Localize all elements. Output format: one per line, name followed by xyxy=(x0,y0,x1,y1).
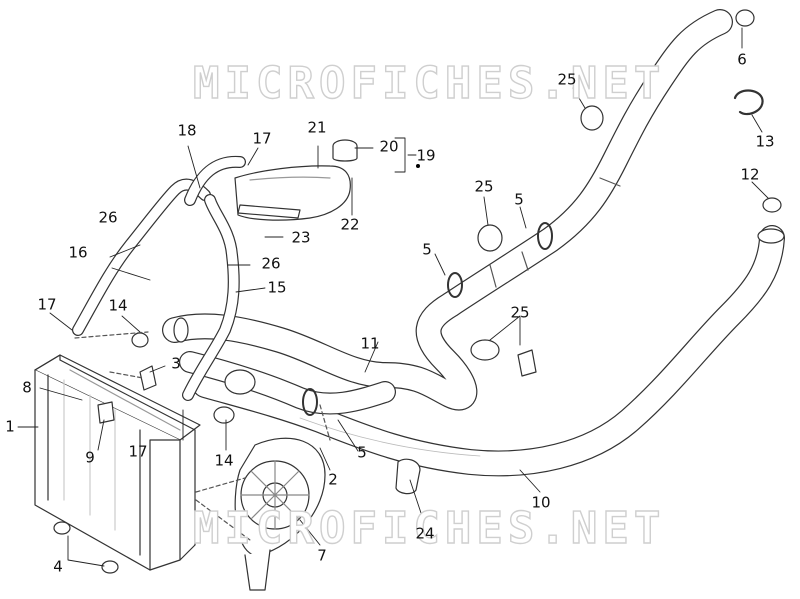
clamp-12 xyxy=(762,197,782,213)
clamp-25-low xyxy=(470,339,537,377)
callout-3: 3 xyxy=(171,354,181,373)
callout-9: 9 xyxy=(85,448,95,467)
callout-13: 13 xyxy=(755,132,775,151)
cooling-fan xyxy=(234,437,326,591)
callout-14-left: 14 xyxy=(108,296,128,315)
callout-6: 6 xyxy=(737,50,747,69)
callout-7: 7 xyxy=(317,546,327,565)
callout-15: 15 xyxy=(267,278,287,297)
leader-lines xyxy=(17,27,769,567)
hose-10 xyxy=(192,225,785,477)
callout-5-middle: 5 xyxy=(422,240,432,259)
callout-17-bottom: 17 xyxy=(128,442,148,461)
callout-26-left: 26 xyxy=(98,208,118,227)
callout-26-right: 26 xyxy=(261,254,281,273)
radiator xyxy=(34,354,201,571)
callout-11: 11 xyxy=(360,334,380,353)
clamp-24 xyxy=(395,458,421,495)
watermark-top: MICROFICHES.NET xyxy=(192,57,666,109)
bracket-9 xyxy=(97,401,115,424)
clamp-13 xyxy=(733,89,764,116)
clamp-25-mid xyxy=(477,224,503,252)
rubber-mounts-4 xyxy=(53,521,119,574)
expansion-tank xyxy=(234,165,351,221)
callout-4: 4 xyxy=(53,557,63,576)
callout-18: 18 xyxy=(177,121,197,140)
callout-21: 21 xyxy=(307,118,327,137)
callout-5-lower: 5 xyxy=(357,443,367,462)
callout-1: 1 xyxy=(5,417,15,436)
clamps-5 xyxy=(302,222,553,416)
tank-cap-20 xyxy=(332,139,358,162)
clamp-6 xyxy=(735,9,755,27)
hose-16 xyxy=(72,178,211,336)
callout-25-middle: 25 xyxy=(474,177,494,196)
callout-12: 12 xyxy=(740,165,760,184)
callout-8: 8 xyxy=(22,378,32,397)
callout-24: 24 xyxy=(415,524,435,543)
callout-23: 23 xyxy=(291,228,311,247)
watermark-bottom: MICROFICHES.NET xyxy=(192,502,666,554)
hose-15 xyxy=(182,194,240,401)
callout-14-right: 14 xyxy=(214,451,234,470)
callout-25-top: 25 xyxy=(557,70,577,89)
callout-17-top: 17 xyxy=(252,129,272,148)
callout-5-upper: 5 xyxy=(514,190,524,209)
clamp-25-top xyxy=(580,105,604,131)
callout-25-lower: 25 xyxy=(510,303,530,322)
leader-dot-19 xyxy=(416,164,420,168)
hose-18 xyxy=(184,155,246,206)
hose-11-elbow xyxy=(173,317,256,395)
callout-19: 19 xyxy=(416,146,436,165)
mounting-bracket-3 xyxy=(139,365,157,391)
callout-10: 10 xyxy=(531,493,551,512)
callout-22: 22 xyxy=(340,215,360,234)
callout-20: 20 xyxy=(379,137,399,156)
hose-10-end xyxy=(757,228,785,244)
callout-17-left: 17 xyxy=(37,295,57,314)
callout-16: 16 xyxy=(68,243,88,262)
hose-11 xyxy=(162,9,733,415)
callout-2: 2 xyxy=(328,470,338,489)
dashed-guides xyxy=(74,331,331,541)
